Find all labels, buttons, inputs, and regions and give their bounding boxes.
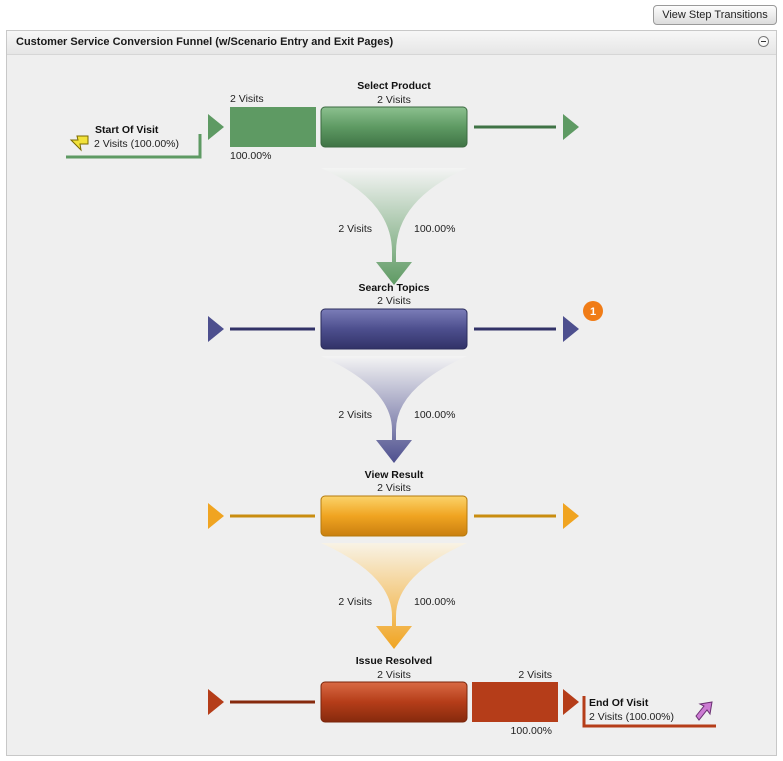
exit-arrow xyxy=(563,503,579,529)
exit-box xyxy=(472,682,558,722)
view-step-transitions-button[interactable]: View Step Transitions xyxy=(653,5,777,25)
panel-title: Customer Service Conversion Funnel (w/Sc… xyxy=(16,36,394,48)
transition-funnel xyxy=(321,168,467,285)
collapse-icon[interactable] xyxy=(758,36,769,47)
step-visits: 2 Visits xyxy=(377,94,411,106)
exit-arrow xyxy=(563,316,579,342)
exit-arrow xyxy=(563,114,579,140)
step-bar[interactable] xyxy=(320,308,468,350)
start-visits: 2 Visits (100.00%) xyxy=(94,138,179,150)
entry-arrow xyxy=(208,503,224,529)
transition-visits: 2 Visits xyxy=(338,223,372,235)
end-label: End Of Visit xyxy=(589,697,649,709)
callout-number: 1 xyxy=(590,306,596,318)
step-bar[interactable] xyxy=(320,681,468,723)
start-bracket xyxy=(66,134,202,159)
end-visits: 2 Visits (100.00%) xyxy=(589,711,674,723)
entry-arrow-icon xyxy=(69,135,89,152)
step-visits: 2 Visits xyxy=(377,295,411,307)
step-title: View Result xyxy=(365,469,424,481)
step-visits: 2 Visits xyxy=(377,669,411,681)
step-bar[interactable] xyxy=(320,495,468,537)
exit-visits: 2 Visits xyxy=(518,669,552,681)
transition-visits: 2 Visits xyxy=(338,596,372,608)
step-visits: 2 Visits xyxy=(377,482,411,494)
step-title: Search Topics xyxy=(359,282,430,294)
panel-header: Customer Service Conversion Funnel (w/Sc… xyxy=(7,31,776,55)
step-title: Select Product xyxy=(357,80,431,92)
callout-badge xyxy=(583,301,603,321)
end-arrow xyxy=(563,689,579,715)
entry-percent: 100.00% xyxy=(230,150,271,162)
exit-arrow-icon xyxy=(695,701,713,721)
entry-arrow xyxy=(208,689,224,715)
transition-percent: 100.00% xyxy=(414,596,455,608)
transition-funnel xyxy=(321,356,467,463)
step-title: Issue Resolved xyxy=(356,655,432,667)
exit-percent: 100.00% xyxy=(511,725,552,737)
end-bracket xyxy=(582,696,716,728)
transition-funnel xyxy=(321,543,467,649)
transition-percent: 100.00% xyxy=(414,223,455,235)
entry-visits: 2 Visits xyxy=(230,93,264,105)
entry-arrow xyxy=(208,316,224,342)
start-label: Start Of Visit xyxy=(95,124,159,136)
step-bar[interactable] xyxy=(320,106,468,148)
transition-visits: 2 Visits xyxy=(338,409,372,421)
entry-box xyxy=(230,107,316,147)
transition-percent: 100.00% xyxy=(414,409,455,421)
start-arrow xyxy=(208,114,224,140)
